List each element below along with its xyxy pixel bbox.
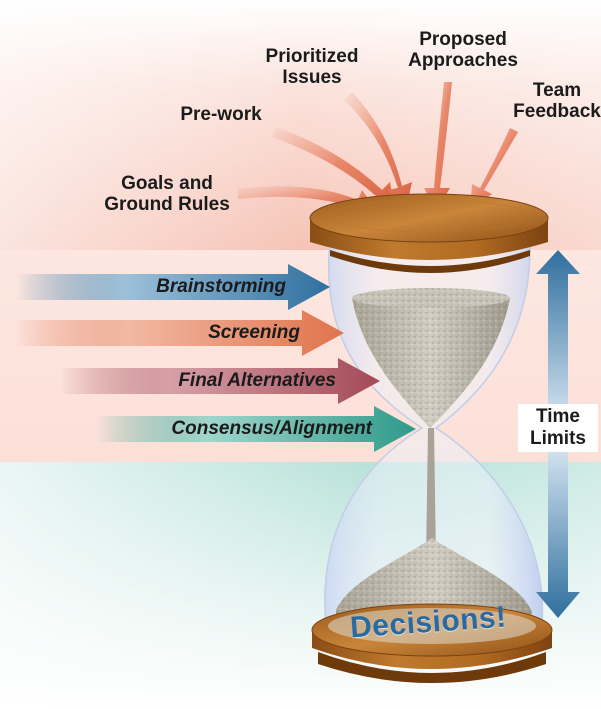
stage-label-brainstorming: Brainstorming xyxy=(156,276,286,297)
stage-label-screening: Screening xyxy=(208,322,300,343)
input-arrow-goals xyxy=(238,186,378,218)
stage-arrow-screening xyxy=(14,310,344,356)
bottom-cap xyxy=(311,603,553,683)
sand-stream xyxy=(426,428,436,560)
input-arrow-feedback xyxy=(470,128,518,210)
input-label-prework: Pre-work xyxy=(180,104,262,125)
top-cap xyxy=(309,193,549,273)
input-arrow-proposed xyxy=(424,82,452,212)
stage-label-consensus: Consensus/Alignment xyxy=(171,418,372,439)
stage-arrow-consensus xyxy=(96,406,416,452)
stage-arrow-final-alternatives xyxy=(60,358,380,404)
input-arrow-prework xyxy=(272,127,394,208)
stage-label-final-alternatives: Final Alternatives xyxy=(178,370,336,391)
stage-arrow-brainstorming xyxy=(16,264,330,310)
stage-arrows xyxy=(14,264,416,452)
